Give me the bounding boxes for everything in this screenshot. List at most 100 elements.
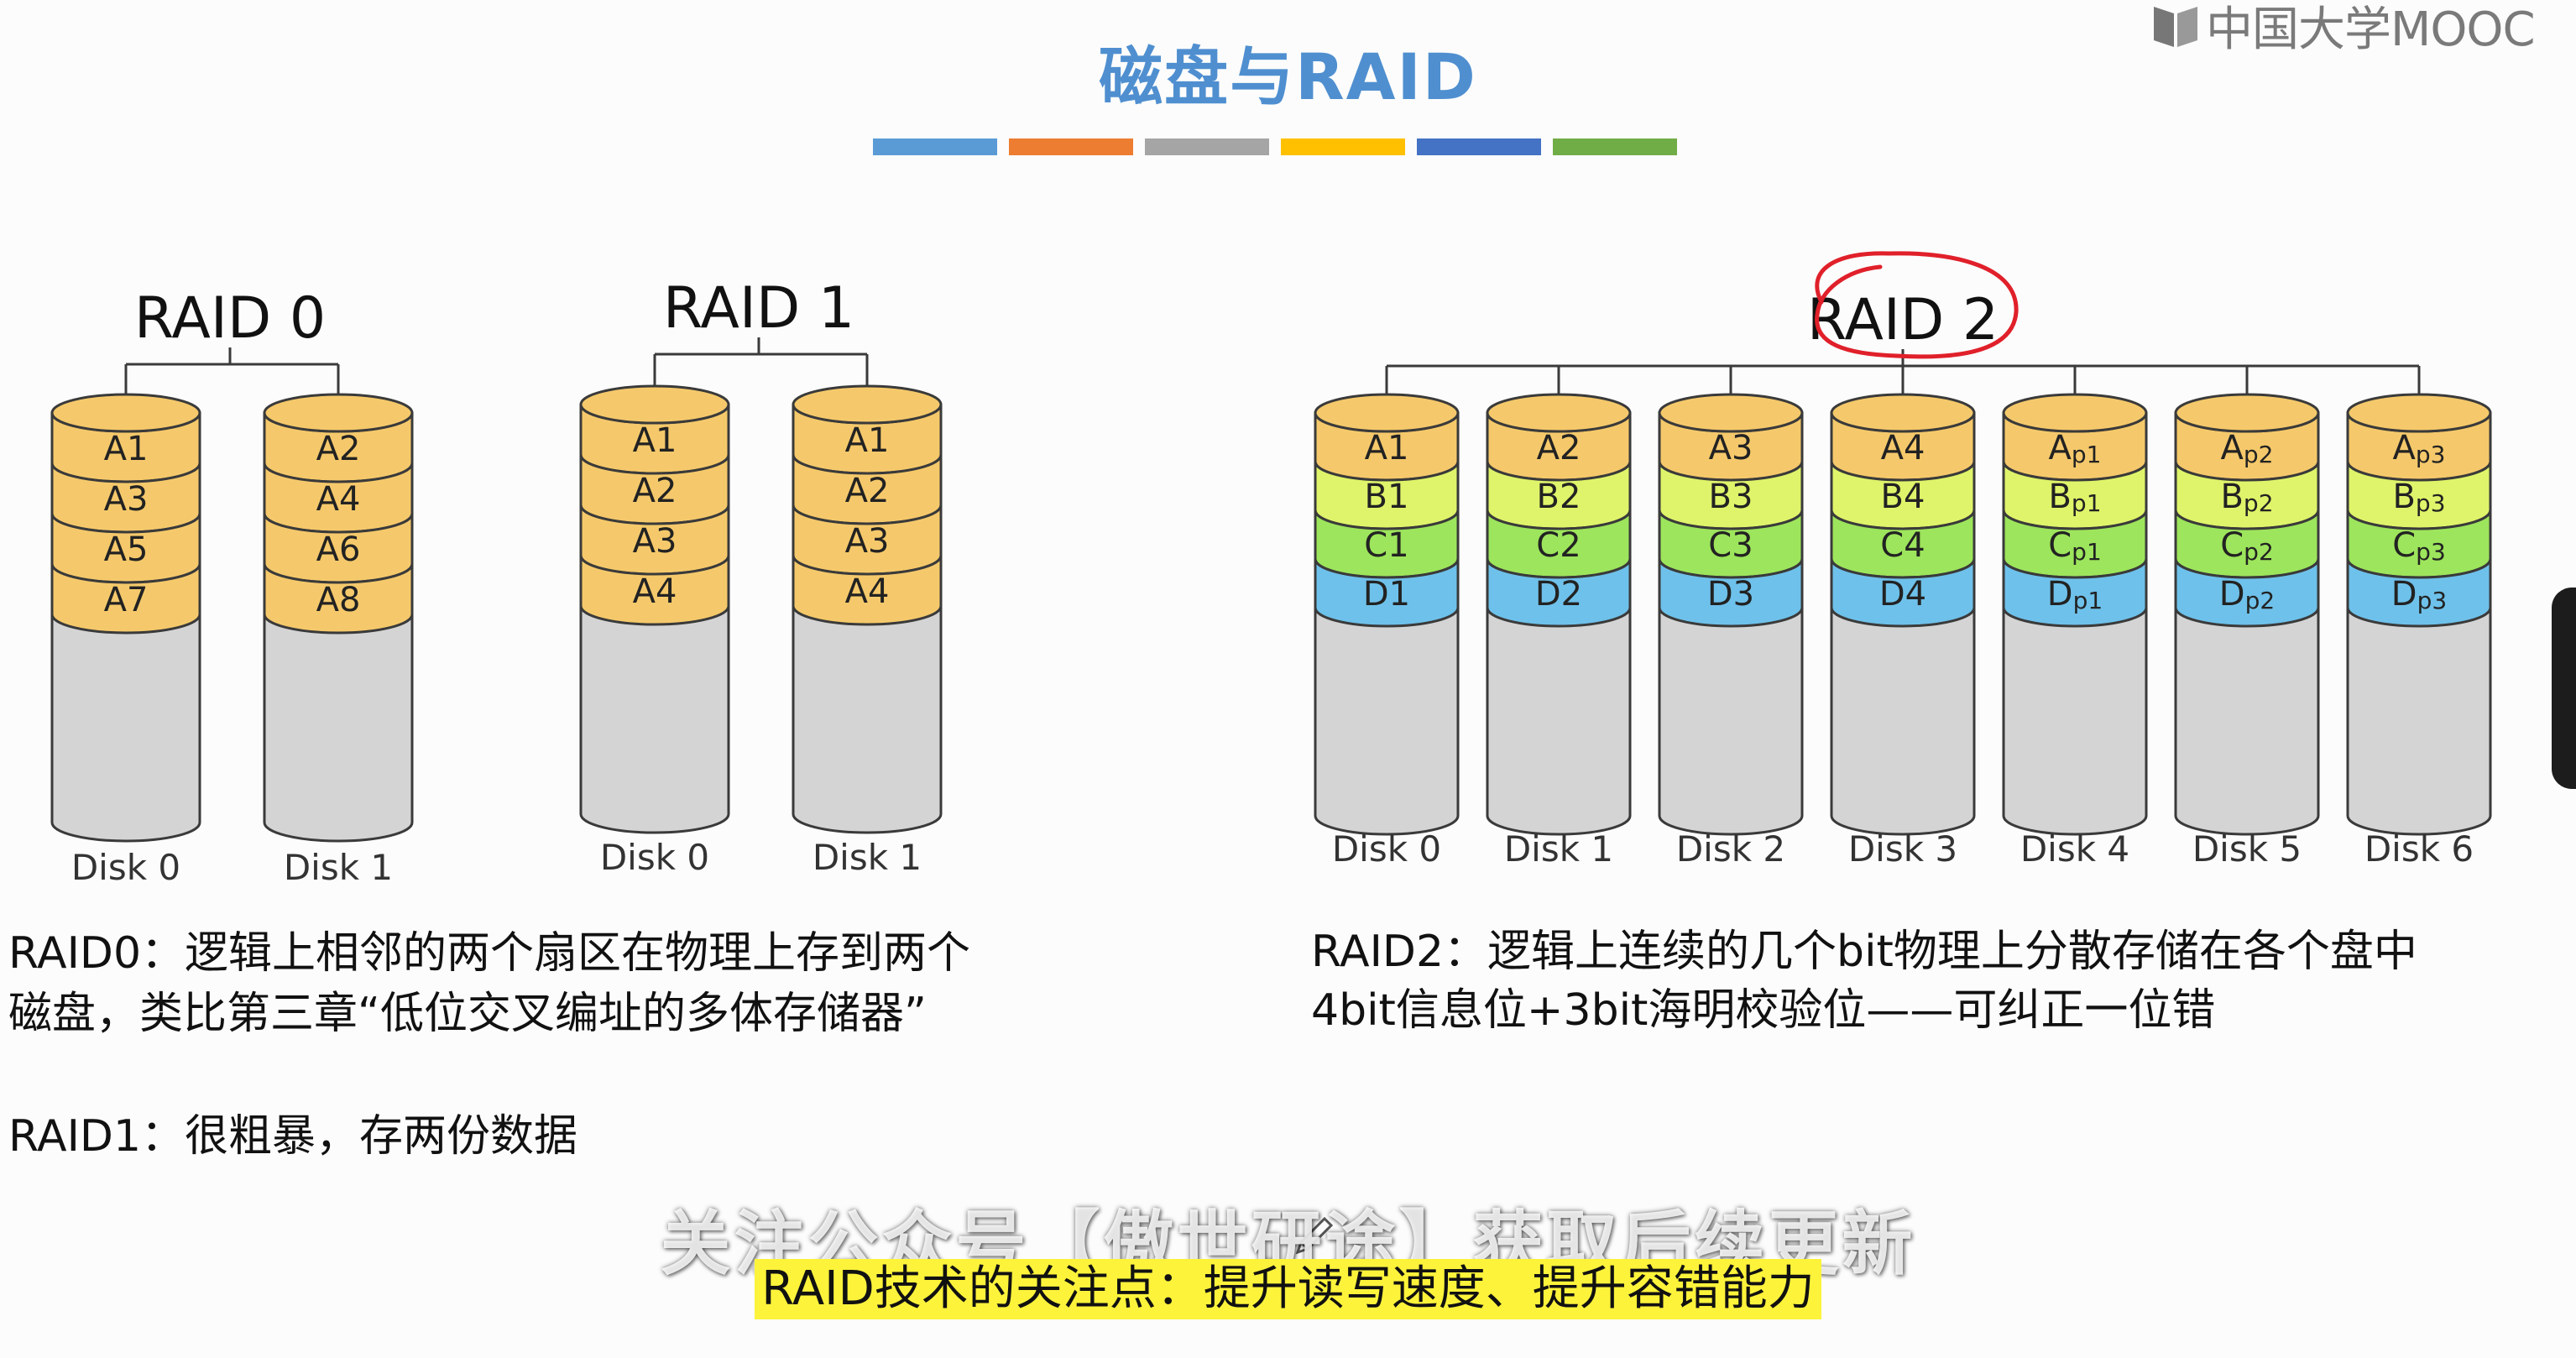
mooc-logo[interactable]: 中国大学MOOC xyxy=(2150,0,2536,57)
block-letter: D xyxy=(2219,575,2245,614)
block-letter: B xyxy=(1881,478,1904,516)
block-number: 3 xyxy=(1733,575,1754,614)
slide-title: 磁盘与RAID xyxy=(1099,39,1477,114)
block-number: 3 xyxy=(1732,526,1753,565)
block-subscript: p2 xyxy=(2244,489,2274,517)
block-label: Bp1 xyxy=(2048,478,2101,517)
raid0-note-line1: RAID0：逻辑上相邻的两个扇区在物理上存到两个 xyxy=(8,928,971,979)
block-label: A6 xyxy=(316,530,361,569)
block-letter: D xyxy=(1363,575,1389,614)
block-subscript: p2 xyxy=(2244,538,2274,566)
block-letter: C xyxy=(2220,526,2244,565)
disk-name: Disk 0 xyxy=(600,837,709,878)
block-subscript: p3 xyxy=(2416,489,2446,517)
block-label: Dp2 xyxy=(2219,575,2275,614)
disk-top-cap xyxy=(579,384,730,425)
block-number: 1 xyxy=(1387,429,1408,467)
block-letter: C xyxy=(2048,526,2072,565)
block-label: A3 xyxy=(1709,429,1753,467)
logo-text: 中国大学MOOC xyxy=(2206,2,2536,57)
block-label: Dp3 xyxy=(2391,575,2447,614)
disk-top-cap xyxy=(2346,393,2492,433)
disk-block xyxy=(50,563,201,635)
block-label: A2 xyxy=(845,472,890,510)
block-letter: A xyxy=(1881,429,1905,467)
block-label: B2 xyxy=(1537,478,1581,516)
color-strip-segment xyxy=(1009,138,1133,155)
block-letter: C xyxy=(1880,526,1904,565)
side-panel-handle[interactable] xyxy=(2552,588,2576,789)
block-letter: A xyxy=(2221,429,2244,467)
disk-block xyxy=(1486,558,1632,628)
block-number: 4 xyxy=(1904,526,1925,565)
block-label: D4 xyxy=(1879,575,1926,614)
disk-name: Disk 1 xyxy=(1504,828,1613,870)
block-label: A1 xyxy=(1365,429,1409,467)
block-label: Dp1 xyxy=(2047,575,2103,614)
block-letter: A xyxy=(1709,429,1732,467)
block-label: Cp2 xyxy=(2220,526,2274,566)
block-label: A5 xyxy=(104,530,149,569)
block-label: A2 xyxy=(633,472,677,510)
raid0-label: RAID 0 xyxy=(134,285,326,352)
block-subscript: p3 xyxy=(2416,538,2446,566)
block-label: C1 xyxy=(1364,526,1408,565)
block-label: C2 xyxy=(1536,526,1581,565)
raid2-label: RAID 2 xyxy=(1807,287,1999,353)
disk-block xyxy=(1830,558,1976,628)
block-label: Cp1 xyxy=(2048,526,2102,566)
disk-top-cap xyxy=(792,384,943,425)
block-label: B4 xyxy=(1881,478,1925,516)
disk-block xyxy=(263,563,414,635)
block-label: B3 xyxy=(1709,478,1753,516)
mooc-book-icon xyxy=(2154,7,2197,47)
block-number: 4 xyxy=(1904,478,1925,516)
block-label: A7 xyxy=(104,581,149,619)
block-label: D3 xyxy=(1707,575,1754,614)
disk-top-cap xyxy=(1486,393,1632,433)
block-subscript: p2 xyxy=(2245,587,2276,614)
disk-block xyxy=(2174,558,2320,628)
block-letter: A xyxy=(1365,429,1388,467)
block-subscript: p3 xyxy=(2417,587,2448,614)
subtitle-bar: RAID技术的关注点：提升读写速度、提升容错能力 xyxy=(0,1259,2576,1319)
raid1-label: RAID 1 xyxy=(663,275,854,342)
block-letter: A xyxy=(2049,429,2072,467)
color-strip-segment xyxy=(1417,138,1541,155)
block-label: A2 xyxy=(1537,429,1581,467)
block-letter: C xyxy=(1364,526,1387,565)
block-label: A4 xyxy=(845,572,890,611)
block-letter: B xyxy=(1537,478,1560,516)
block-letter: B xyxy=(1365,478,1387,516)
title-color-strip xyxy=(873,138,1677,155)
disk-block xyxy=(2346,558,2492,628)
block-letter: D xyxy=(1535,575,1561,614)
block-letter: B xyxy=(2048,478,2071,516)
block-letter: D xyxy=(1879,575,1905,614)
subtitle-text: RAID技术的关注点：提升读写速度、提升容错能力 xyxy=(755,1259,1821,1319)
disk-top-cap xyxy=(50,393,201,433)
disk-block xyxy=(1658,558,1804,628)
color-strip-segment xyxy=(873,138,997,155)
disk-block xyxy=(792,555,943,626)
block-subscript: p1 xyxy=(2073,587,2103,614)
block-label: A4 xyxy=(633,572,677,611)
block-number: 4 xyxy=(1905,575,1926,614)
block-label: A1 xyxy=(845,421,890,460)
disk-top-cap xyxy=(263,393,414,433)
block-letter: C xyxy=(1708,526,1732,565)
block-letter: A xyxy=(1537,429,1560,467)
disk-name: Disk 1 xyxy=(813,837,922,878)
block-subscript: p2 xyxy=(2244,441,2274,468)
block-label: D2 xyxy=(1535,575,1582,614)
